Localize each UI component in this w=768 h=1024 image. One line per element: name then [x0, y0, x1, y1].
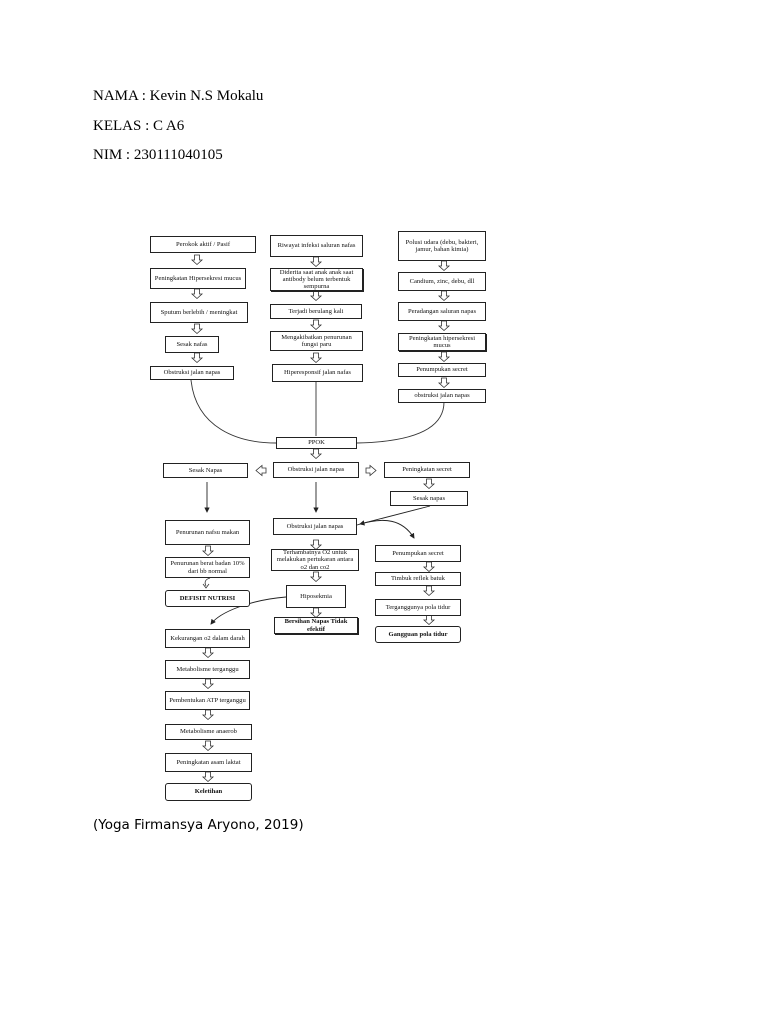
student-name: NAMA : Kevin N.S Mokalu — [93, 88, 264, 104]
arrow-down-icon — [310, 319, 322, 330]
arrow-down-icon — [191, 254, 203, 265]
box-bersihan-napas: Bersihan Napas Tidak efektif — [274, 617, 358, 634]
box-polusi-udara: Polusi udara (debu, bakteri, jamur, baha… — [398, 231, 486, 261]
arrow-down-icon — [438, 351, 450, 362]
box-perokok: Perokok aktif / Pasif — [150, 236, 256, 253]
box-obstruksi-col1: Obstruksi jalan napas — [150, 366, 234, 380]
box-berat-badan: Penurunan berat badan 10% dari bb normal — [165, 557, 250, 578]
box-terhambat-o2: Terhambatnya O2 untuk melakukan pertukar… — [271, 549, 359, 571]
box-metabolisme-anaerob: Metabolisme anaerob — [165, 724, 252, 740]
arrow-right-icon — [365, 464, 377, 477]
box-riwayat-infeksi: Riwayat infeksi saluran nafas — [270, 235, 363, 257]
arrow-down-icon — [310, 290, 322, 301]
box-hiposekmia: Hiposekmia — [286, 585, 346, 608]
arrow-left-icon — [255, 464, 267, 477]
arrow-down-icon — [191, 352, 203, 363]
box-keletihan: Keletihan — [165, 783, 252, 801]
arrow-down-icon — [202, 678, 214, 689]
arrow-down-icon — [310, 448, 322, 459]
arrow-down-icon — [438, 320, 450, 331]
box-hipersekresi-col3: Peningkatan hipersekresi mucus — [398, 333, 486, 351]
arrow-down-icon — [202, 545, 214, 556]
box-peningkatan-secret: Peningkatan secret — [384, 462, 470, 478]
box-penumpukan-col3: Penumpukan secret — [398, 363, 486, 377]
box-obstruksi-col3: obstruksi jalan napas — [398, 389, 486, 403]
box-peradangan: Peradangan saluran napas — [398, 302, 486, 321]
box-sputum: Sputum berlebih / meningkat — [150, 302, 248, 323]
box-asam-laktat: Peningkatan asam laktat — [165, 753, 252, 772]
box-penumpukan-secret-right: Penumpukan secret — [375, 545, 461, 562]
box-penurunan-fungsi: Mengakibatkan penurunan fungsi paru — [270, 331, 363, 351]
box-sesak-napas-left: Sesak Napas — [163, 463, 248, 478]
arrow-down-icon — [423, 561, 435, 572]
arrow-down-icon — [202, 771, 214, 782]
box-kekurangan-o2: Kekurangan o2 dalam darah — [165, 629, 250, 648]
box-reflek-batuk: Timbuk reflek batuk — [375, 572, 461, 586]
student-class: KELAS : C A6 — [93, 118, 185, 134]
box-defisit-nutrisi: DEFISIT NUTRISI — [165, 590, 250, 607]
citation: (Yoga Firmansya Aryono, 2019) — [93, 817, 304, 833]
box-berulang: Terjadi berulang kali — [270, 304, 362, 319]
box-diderita: Diderita saat anak anak saat antibody be… — [270, 268, 363, 291]
arrow-down-icon — [310, 571, 322, 582]
arrow-down-icon — [438, 377, 450, 388]
arrow-down-icon — [202, 709, 214, 720]
arrow-down-icon — [423, 585, 435, 596]
arrow-down-icon — [191, 288, 203, 299]
box-obstruksi-center: Obstruksi jalan napas — [273, 462, 359, 478]
box-nafsu-makan: Penurunan nafsu makan — [165, 520, 250, 545]
box-obstruksi-center-2: Obstruksi jalan napas — [273, 518, 357, 535]
arrow-down-icon — [202, 647, 214, 658]
arrow-down-icon — [310, 256, 322, 267]
student-nim: NIM : 230111040105 — [93, 147, 223, 163]
box-hiperresponsif: Hiperesponsif jalan nafas — [272, 364, 363, 382]
box-sesak-napas-right: Sesak napas — [390, 491, 468, 506]
box-ppok: PPOK — [276, 437, 357, 449]
box-gangguan-pola-tidur: Gangguan pola tidur — [375, 626, 461, 643]
arrow-down-icon — [191, 323, 203, 334]
box-sesak-nafas: Sesak nafas — [165, 336, 219, 353]
arrow-down-icon — [202, 740, 214, 751]
box-pembentukan-atp: Pembentukan ATP terganggu — [165, 691, 250, 710]
box-pola-tidur: Terganggunya pola tidur — [375, 599, 461, 616]
arrow-down-icon — [423, 614, 435, 625]
box-metabolisme-terganggu: Metabolisme terganggu — [165, 660, 250, 679]
arrow-down-icon — [438, 260, 450, 271]
box-hipersekresi-mucus: Peningkatan Hipersekresi mucus — [150, 268, 246, 289]
box-candium: Candium, zinc, debu, dll — [398, 272, 486, 291]
curved-arrow-icon — [204, 577, 211, 587]
arrow-down-icon — [438, 290, 450, 301]
arrow-down-icon — [310, 352, 322, 363]
arrow-down-icon — [423, 478, 435, 489]
